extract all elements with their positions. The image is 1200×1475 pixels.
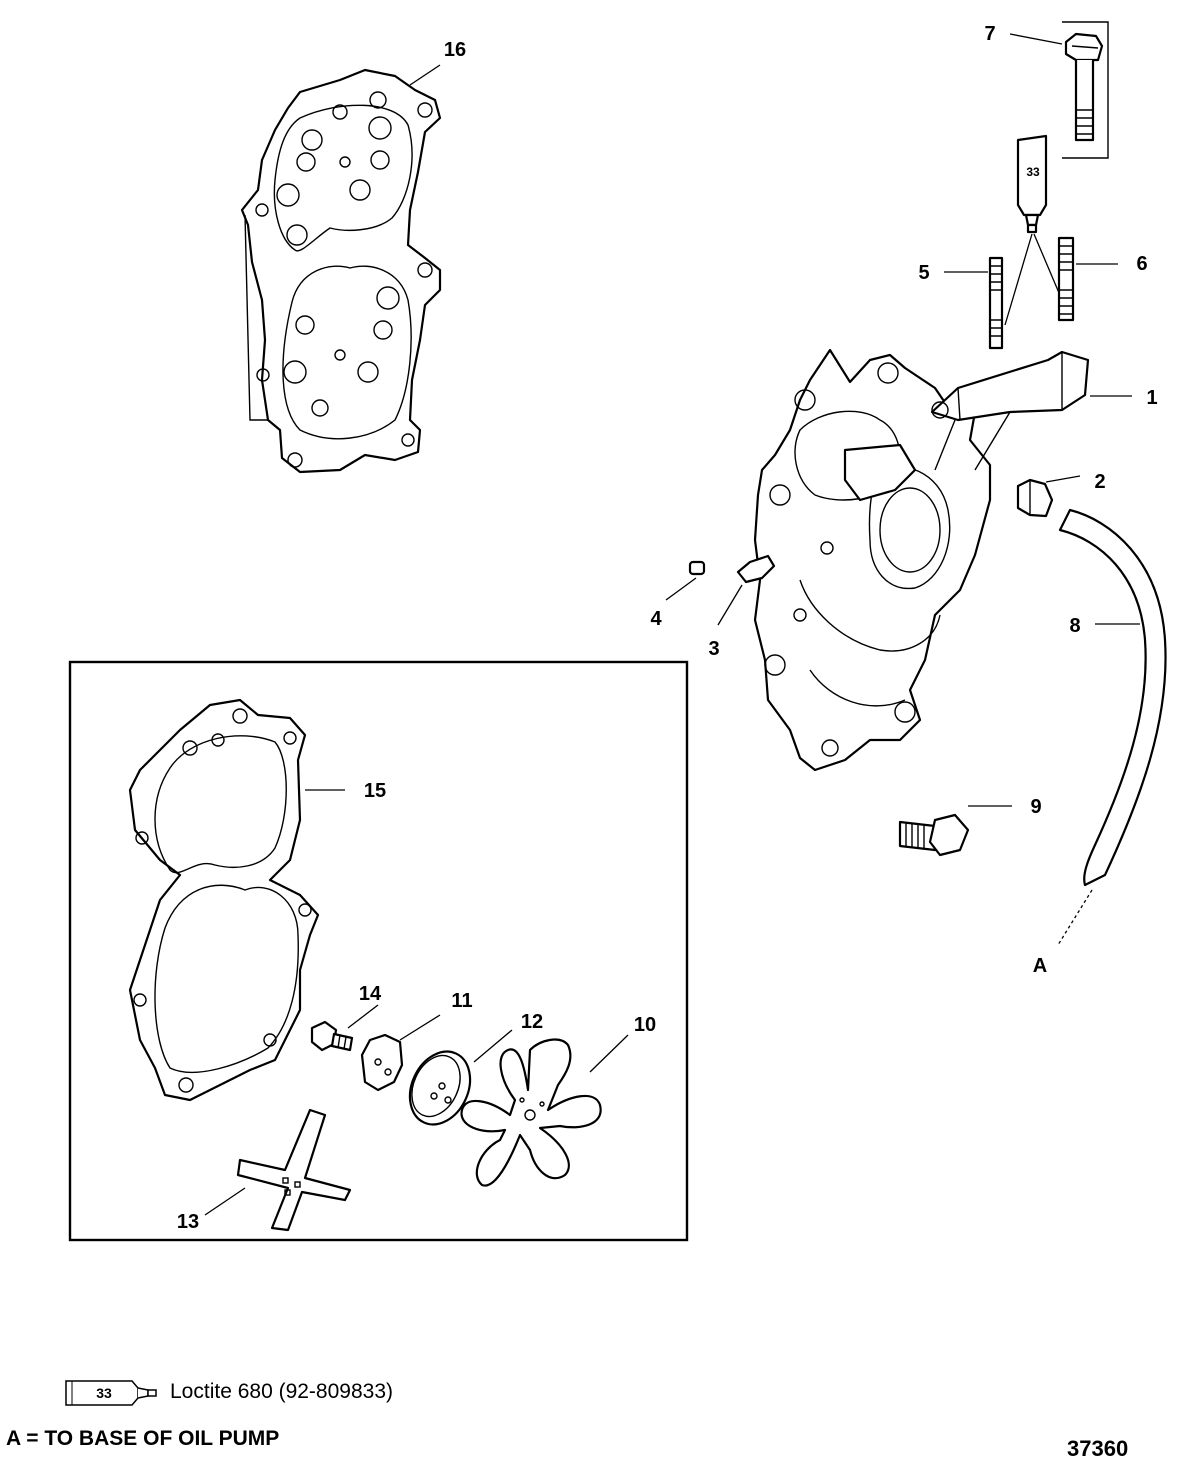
callout-13: 13 — [177, 1211, 199, 1233]
disc-12 — [408, 1029, 513, 1126]
bolt-7 — [1009, 21, 1109, 159]
callout-10: 10 — [634, 1014, 656, 1036]
callout-1: 1 — [1146, 387, 1157, 409]
nipple-3 — [717, 554, 776, 626]
fitting-2 — [1016, 475, 1081, 518]
gasket-16 — [240, 64, 442, 474]
valve-10 — [460, 1034, 629, 1187]
callout-5: 5 — [918, 262, 929, 284]
hose-8 — [1057, 508, 1167, 946]
legend-tube-number: 33 — [96, 1385, 112, 1401]
screw-14 — [310, 1004, 379, 1052]
legend-text: Loctite 680 (92-809833) — [170, 1380, 393, 1403]
stud-5 — [944, 256, 1004, 350]
fuel-pump-body-1 — [753, 348, 1132, 772]
figure-id: 37360 — [1067, 1436, 1129, 1461]
stud-6 — [1057, 236, 1118, 322]
spring-13 — [204, 1108, 352, 1232]
callout-11: 11 — [451, 990, 472, 1012]
note-text: A = TO BASE OF OIL PUMP — [6, 1427, 280, 1450]
callout-7: 7 — [984, 23, 995, 45]
hose-end-label-a: A — [1033, 955, 1047, 977]
callout-15: 15 — [364, 780, 386, 802]
callout-4: 4 — [650, 608, 662, 630]
repair-kit-box — [68, 660, 689, 1242]
callout-12: 12 — [521, 1011, 543, 1033]
pin-4 — [665, 560, 706, 601]
plate-11 — [360, 1014, 441, 1092]
sealant-tube: 33 — [1004, 134, 1063, 326]
screw-9 — [898, 805, 1012, 857]
legend-tube-icon: 33 — [65, 1380, 157, 1406]
callout-9: 9 — [1030, 796, 1041, 818]
callout-14: 14 — [359, 983, 382, 1005]
callout-2: 2 — [1094, 471, 1105, 493]
callout-8: 8 — [1069, 615, 1080, 637]
gasket-15 — [128, 698, 345, 1102]
callout-16: 16 — [444, 39, 466, 61]
callout-6: 6 — [1136, 253, 1147, 275]
sealant-tube-number: 33 — [1026, 165, 1040, 179]
callout-3: 3 — [708, 638, 719, 660]
